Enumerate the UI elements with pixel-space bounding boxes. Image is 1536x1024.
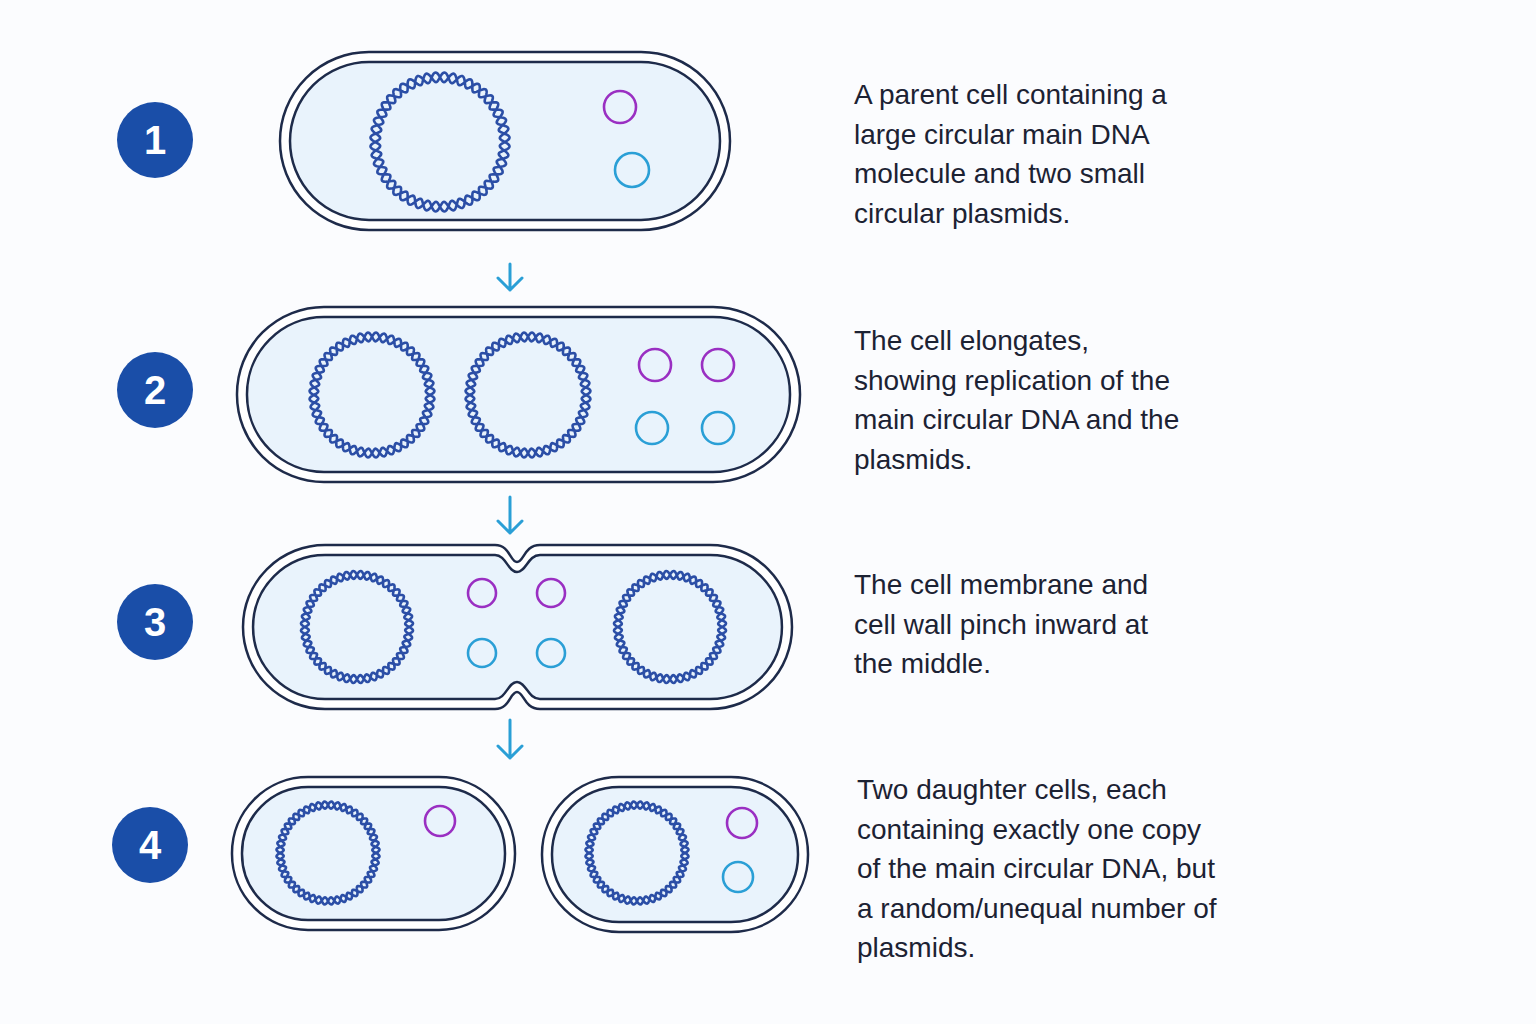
step-arrow: [498, 497, 522, 533]
cell-wall: [232, 777, 515, 930]
cell-membrane: [552, 787, 798, 922]
step-arrow: [498, 264, 522, 290]
plasmid: [537, 639, 565, 667]
step-arrow: [498, 720, 522, 758]
plasmid: [727, 808, 757, 838]
cell-wall: [542, 777, 808, 932]
plasmid: [604, 91, 636, 123]
badge-circle: [117, 102, 193, 178]
plasmid: [702, 412, 734, 444]
step-description: A parent cell containing a large circula…: [854, 75, 1226, 233]
step-number-badge: 4: [112, 807, 188, 883]
plasmid: [702, 349, 734, 381]
step-number: 4: [139, 825, 161, 865]
badge-circle: [117, 352, 193, 428]
plasmid: [723, 862, 753, 892]
badge-circle: [112, 807, 188, 883]
step-description: Two daughter cells, each containing exac…: [857, 770, 1229, 968]
plasmid: [639, 349, 671, 381]
main-dna: [370, 72, 509, 211]
step-number: 3: [144, 602, 166, 642]
step-number-badge: 3: [117, 584, 193, 660]
plasmid: [468, 639, 496, 667]
plasmid: [425, 806, 455, 836]
cell-membrane: [247, 317, 790, 472]
step-number: 1: [144, 120, 166, 160]
step-description: The cell elongates, showing replication …: [854, 321, 1184, 479]
badge-circle: [117, 584, 193, 660]
cell-membrane: [242, 787, 505, 920]
plasmid: [537, 579, 565, 607]
plasmid: [468, 579, 496, 607]
cell-wall: [243, 545, 792, 709]
main-dna: [277, 802, 380, 905]
main-dna: [301, 571, 413, 683]
main-dna: [466, 333, 591, 458]
main-dna: [310, 333, 435, 458]
cell-wall: [237, 307, 800, 482]
plasmid: [615, 153, 649, 187]
step-number-badge: 1: [117, 102, 193, 178]
step-description: The cell membrane and cell wall pinch in…: [854, 565, 1184, 684]
cell-wall: [280, 52, 730, 230]
main-dna: [586, 802, 689, 905]
cell-membrane: [253, 555, 782, 699]
plasmid: [636, 412, 668, 444]
step-number-badge: 2: [117, 352, 193, 428]
step-number: 2: [144, 370, 166, 410]
cell-membrane: [290, 62, 720, 220]
main-dna: [614, 571, 726, 683]
